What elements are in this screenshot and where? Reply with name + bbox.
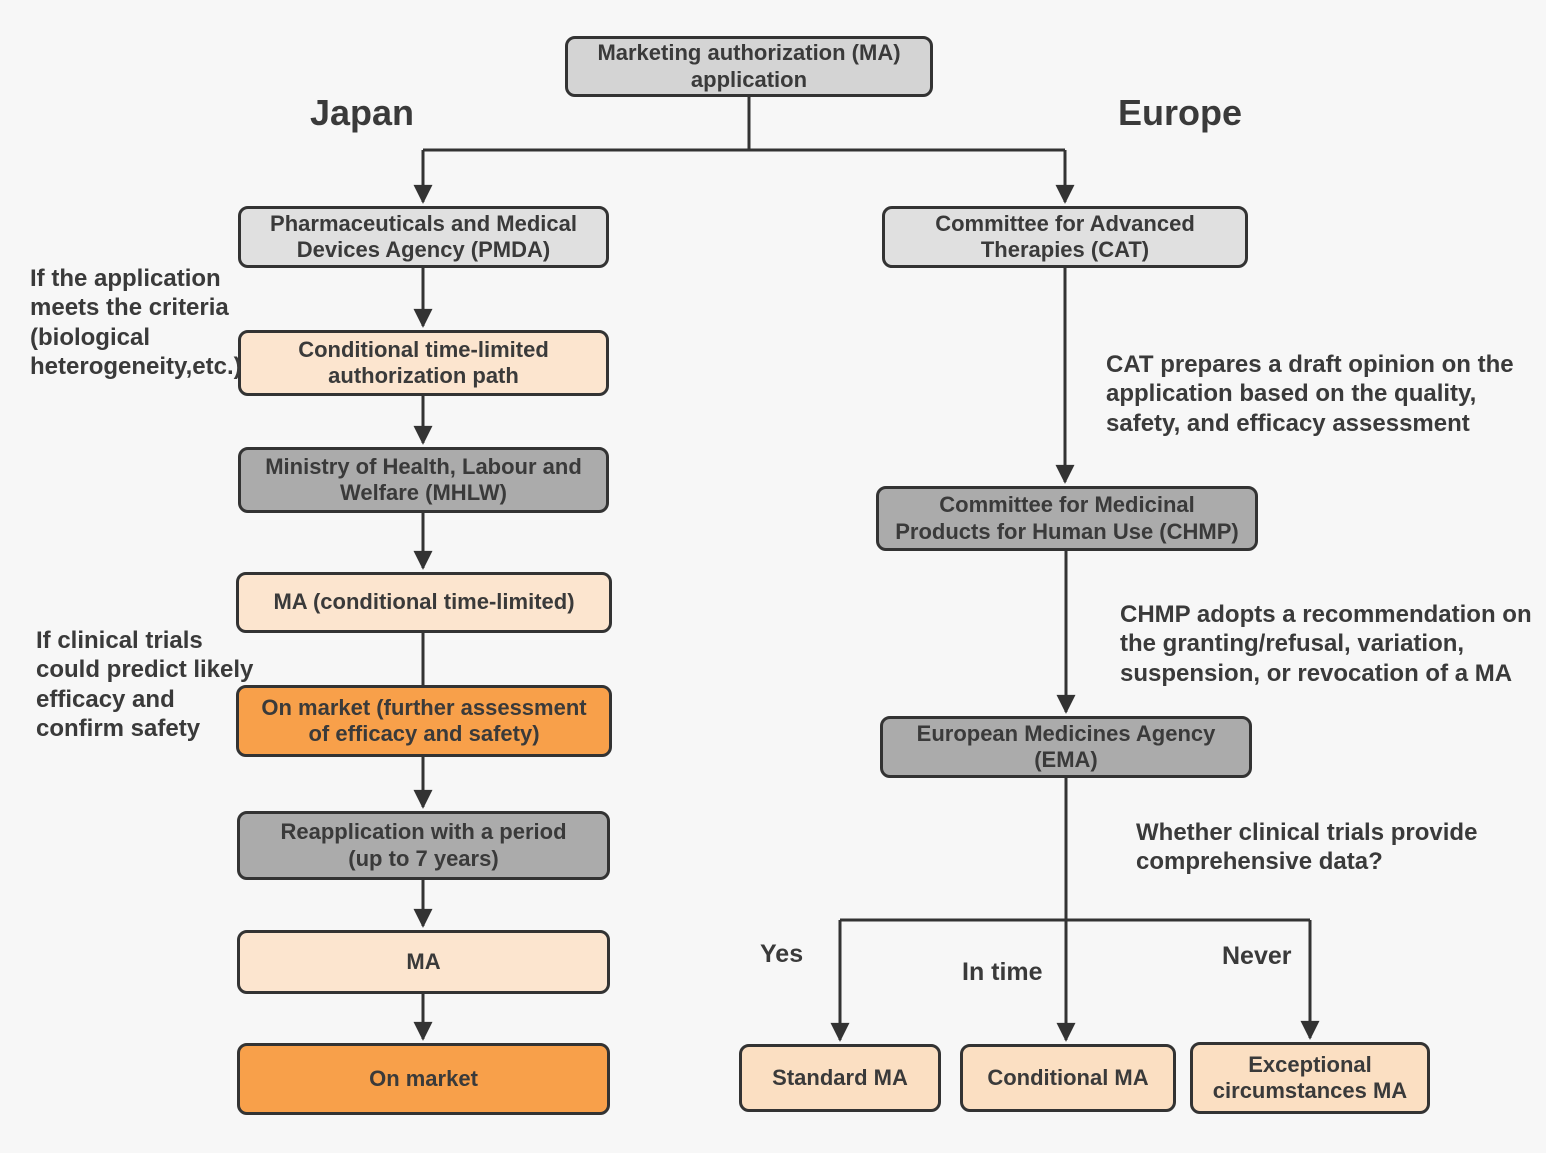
note-clinical-trials: If clinical trials could predict likely … (36, 627, 254, 742)
node-ema: European Medicines Agency (EMA) (880, 716, 1252, 778)
line-ema-branch (840, 778, 1310, 922)
column-header-europe: Europe (1118, 92, 1243, 133)
node-conditional-ma: Conditional MA (960, 1044, 1176, 1112)
node-pmda: Pharmaceuticals and Medical Devices Agen… (238, 206, 609, 268)
note-criteria: If the application meets the criteria (b… (30, 265, 242, 380)
node-conditional-path: Conditional time-limited authorization p… (238, 330, 609, 396)
node-ma-conditional: MA (conditional time-limited) (236, 572, 612, 633)
node-exceptional-ma: Exceptional circumstances MA (1190, 1042, 1430, 1114)
branch-label-in-time: In time (962, 958, 1043, 986)
node-on-market-assessment: On market (further assessment of efficac… (236, 685, 612, 757)
node-standard-ma: Standard MA (739, 1044, 941, 1112)
note-comprehensive-data: Whether clinical trials provide comprehe… (1136, 819, 1478, 876)
branch-label-yes: Yes (760, 940, 804, 968)
node-reapplication: Reapplication with a period (up to 7 yea… (237, 811, 610, 880)
node-ma-application: Marketing authorization (MA) application (565, 36, 933, 97)
node-on-market: On market (237, 1043, 610, 1115)
node-chmp: Committee for Medicinal Products for Hum… (876, 486, 1258, 551)
line-top-split (423, 97, 1065, 152)
node-ma: MA (237, 930, 610, 994)
node-mhlw: Ministry of Health, Labour and Welfare (… (238, 447, 609, 513)
column-header-japan: Japan (310, 92, 415, 133)
node-cat: Committee for Advanced Therapies (CAT) (882, 206, 1248, 268)
note-chmp-recommendation: CHMP adopts a recommendation on the gran… (1120, 601, 1532, 687)
branch-label-never: Never (1222, 942, 1292, 970)
note-cat-draft-opinion: CAT prepares a draft opinion on the appl… (1106, 351, 1514, 437)
